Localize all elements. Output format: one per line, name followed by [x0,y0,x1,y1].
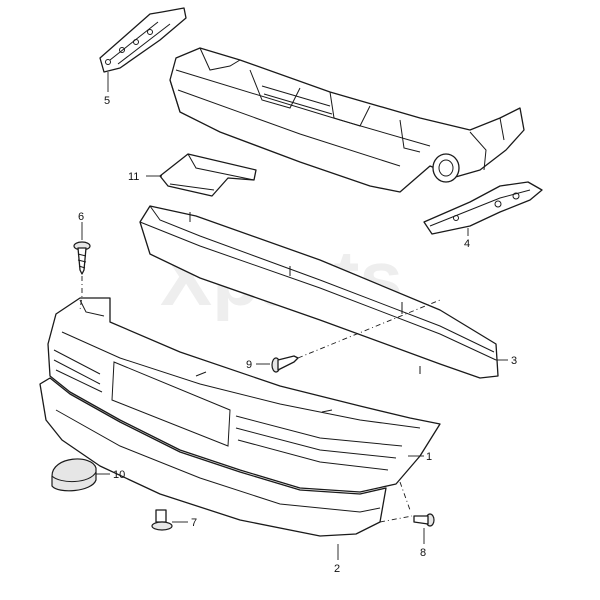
callout-1: 1 [426,451,432,463]
assembly-line-8 [399,481,411,511]
callout-7: 7 [191,517,197,529]
assembly-line-9 [297,299,441,359]
part-4-bracket-right [423,181,543,235]
part-9-screw [271,355,299,373]
callout-9: 9 [246,359,252,371]
part-6-screw [73,241,91,275]
callout-3: 3 [511,355,517,367]
callout-8: 8 [420,547,426,559]
part-7-clip [151,509,173,531]
part-3-bumper-bar [139,205,499,379]
callout-10: 10 [113,469,125,481]
assembly-line-6 [79,276,83,311]
callout-4: 4 [464,238,470,250]
part-2-lower-spoiler [39,377,387,537]
callout-6: 6 [78,211,84,223]
callout-11: 11 [128,171,139,183]
callout-2: 2 [334,563,340,575]
part-11-bracket [159,153,257,197]
bumper-carrier [169,47,525,193]
assembly-line-8b [379,515,413,523]
part-10-cap [51,458,97,492]
part-5-bracket-left [99,7,187,73]
part-8-screw [413,513,435,527]
callout-5: 5 [104,95,110,107]
